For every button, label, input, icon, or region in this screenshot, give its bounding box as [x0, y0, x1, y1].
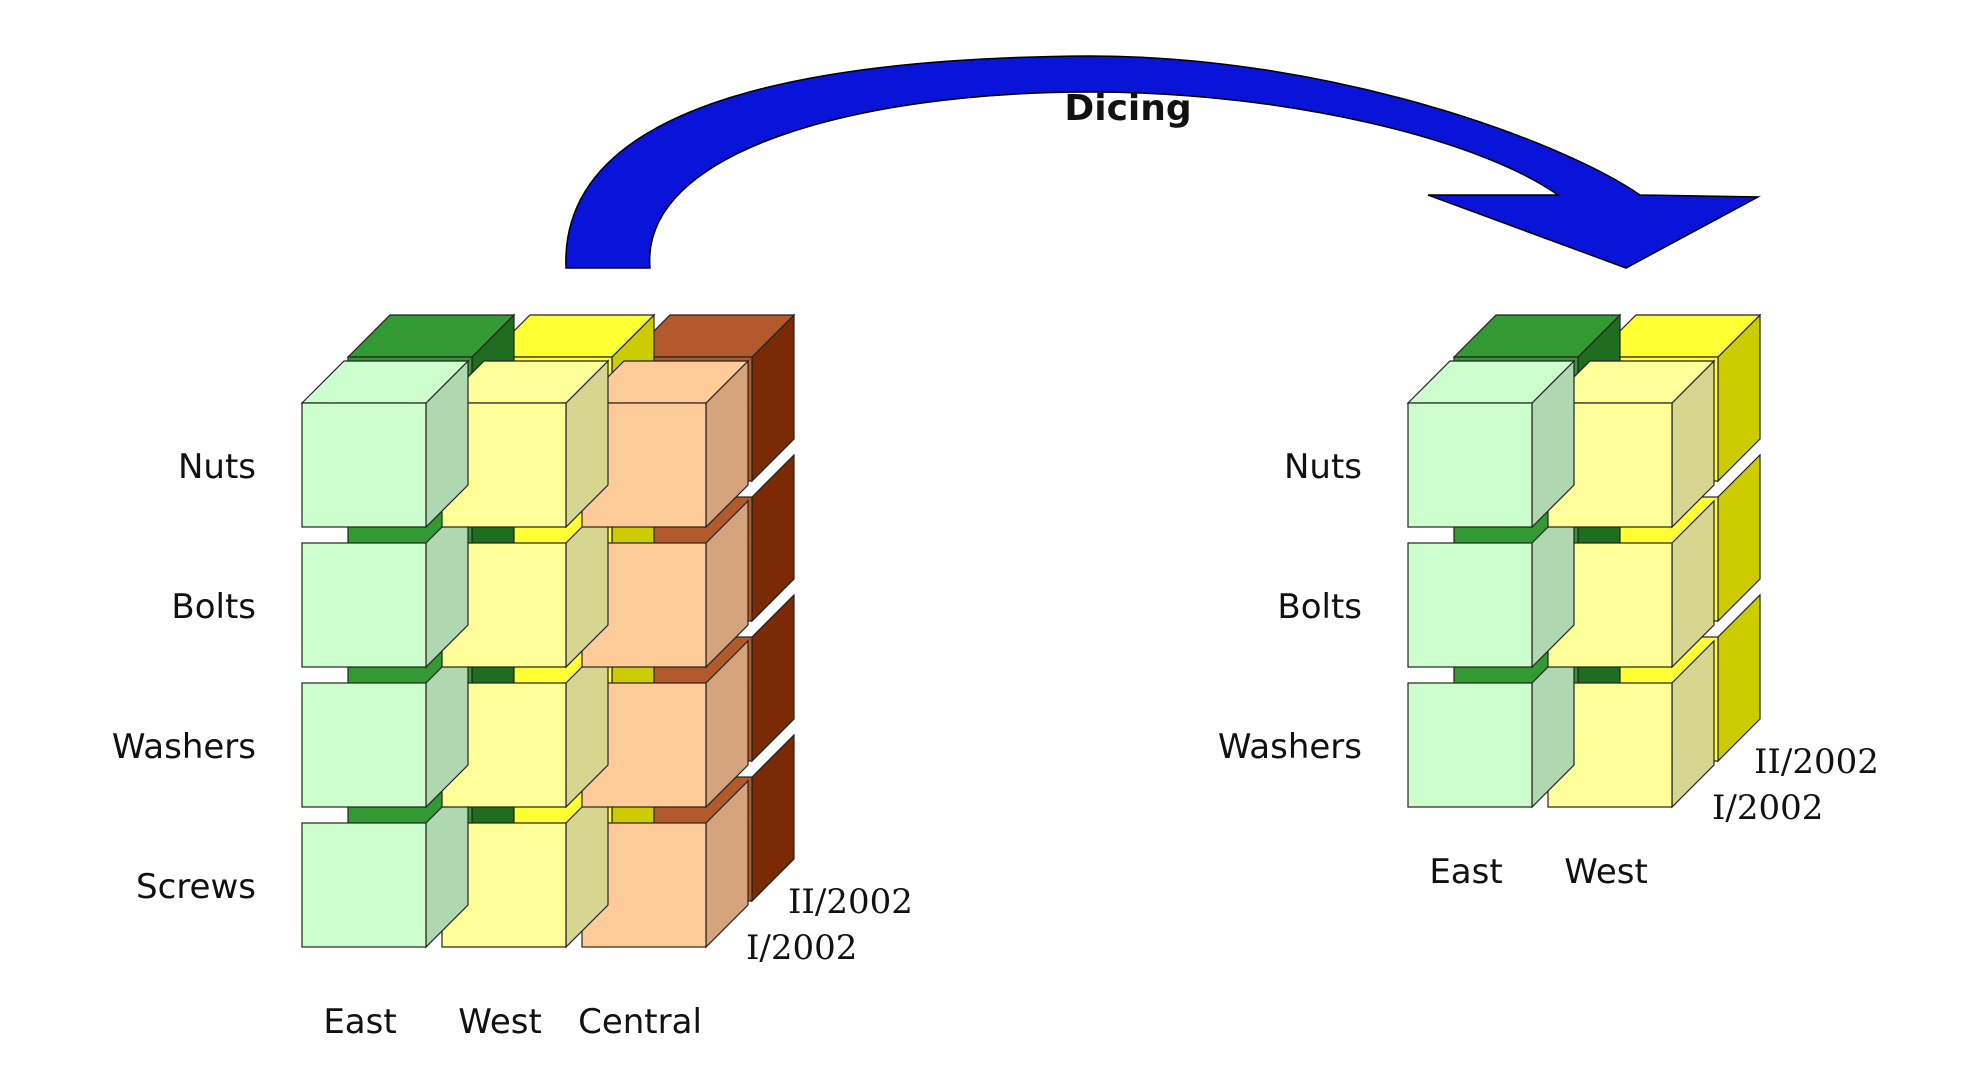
- product-label: Bolts: [1277, 587, 1362, 627]
- diagram-title: Dicing: [1064, 88, 1191, 129]
- cell-back-r3-c2-back-side: [751, 733, 795, 903]
- period-label-2: II/2002: [1754, 742, 1879, 782]
- cell-r2-c0-front: [1407, 682, 1533, 808]
- cell-r1-c0-front: [301, 542, 427, 668]
- location-label: West: [458, 1002, 542, 1042]
- cell-r2-c0-front: [301, 682, 427, 808]
- location-label: West: [1564, 852, 1648, 892]
- product-label: Washers: [1218, 727, 1362, 767]
- product-label: Bolts: [171, 587, 256, 627]
- cell-back-r2-c2-back-side: [751, 593, 795, 763]
- period-label-2: II/2002: [788, 882, 913, 922]
- cell-back-r1-c1-back-side: [1717, 453, 1761, 623]
- dicing-arrow: [565, 55, 1761, 269]
- cell-r0-c0-front: [1407, 402, 1533, 528]
- period-label-1: I/2002: [746, 928, 857, 968]
- cell-r3-c0-front: [301, 822, 427, 948]
- product-label: Nuts: [178, 447, 256, 487]
- cell-back-r2-c1-back-side: [1717, 593, 1761, 763]
- period-label-1: I/2002: [1712, 788, 1823, 828]
- cell-back-r1-c2-back-side: [751, 453, 795, 623]
- cell-r1-c0-front: [1407, 542, 1533, 668]
- cell-r0-c0-front: [301, 402, 427, 528]
- product-label: Nuts: [1284, 447, 1362, 487]
- product-label: Washers: [112, 727, 256, 767]
- product-label: Screws: [136, 867, 256, 907]
- location-label: East: [1429, 852, 1502, 892]
- location-label: Central: [578, 1002, 702, 1042]
- location-label: East: [323, 1002, 396, 1042]
